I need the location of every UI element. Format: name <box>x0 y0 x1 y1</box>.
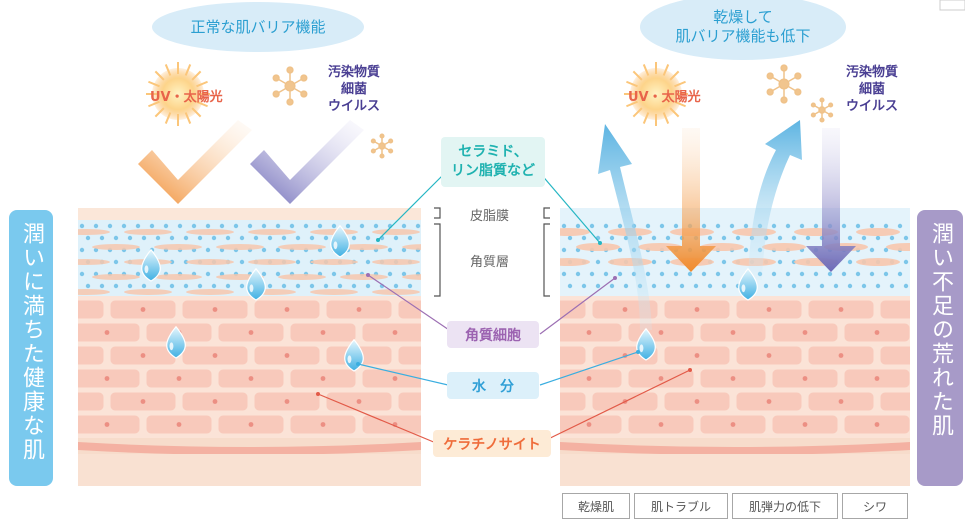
stratum-corneum-label: 角質層 <box>470 255 510 270</box>
right-pollutant-label: 汚染物質 細菌 ウイルス <box>845 65 898 114</box>
corner-tab <box>939 0 965 11</box>
right-uv-label: UV・太陽光 <box>628 90 701 105</box>
uv-blocked-arrow <box>138 120 252 204</box>
uv-penetrating-arrow <box>666 128 716 272</box>
symptom-wrinkles: シワ <box>842 493 908 519</box>
water-drop-icon <box>141 248 161 282</box>
molecule-icon <box>272 66 308 106</box>
left-uv-label: UV・太陽光 <box>150 90 223 105</box>
right-title-line1: 乾燥して <box>713 8 773 26</box>
pollutant-blocked-arrow <box>250 120 364 204</box>
layer-brackets <box>434 207 550 297</box>
water-drop-icon <box>166 325 186 359</box>
right-side-label: 潤い不足の荒れた肌 <box>917 210 963 486</box>
water-drop-icon <box>636 327 656 361</box>
right-title-bubble: 乾燥して 肌バリア機能も低下 <box>640 0 846 60</box>
moisture-label: 水 分 <box>447 372 539 399</box>
dry-skin-diagram <box>560 208 910 486</box>
moisture-escape-arrow-left <box>598 124 652 330</box>
healthy-skin-diagram <box>78 208 421 486</box>
left-title-bubble: 正常な肌バリア機能 <box>152 2 364 52</box>
sun-icon <box>146 62 210 126</box>
symptom-elasticity-loss: 肌弾力の低下 <box>732 493 838 519</box>
ceramide-label: セラミド、 リン脂質など <box>441 137 545 187</box>
symptom-skin-trouble: 肌トラブル <box>634 493 728 519</box>
sun-icon-right <box>624 62 688 126</box>
water-drop-icon <box>330 224 350 258</box>
keratinocyte-label: ケラチノサイト <box>433 430 551 457</box>
right-title-line2: 肌バリア機能も低下 <box>675 27 811 45</box>
molecule-icon <box>766 64 802 104</box>
molecule-icon <box>810 97 834 123</box>
water-drop-icon <box>738 267 758 301</box>
left-side-label: 潤いに満ちた健康な肌 <box>9 210 53 486</box>
left-pollutant-label: 汚染物質 細菌 ウイルス <box>327 65 380 114</box>
moisture-escape-arrow-right <box>748 120 802 280</box>
leader-lines <box>316 172 692 444</box>
left-title: 正常な肌バリア機能 <box>190 17 326 36</box>
symptom-dry-skin: 乾燥肌 <box>562 493 630 519</box>
corneocyte-label: 角質細胞 <box>447 321 539 348</box>
molecule-icon <box>370 133 394 159</box>
water-drop-icon <box>246 267 266 301</box>
sebum-membrane-label: 皮脂膜 <box>470 209 510 224</box>
pollutant-penetrating-arrow <box>806 128 856 272</box>
